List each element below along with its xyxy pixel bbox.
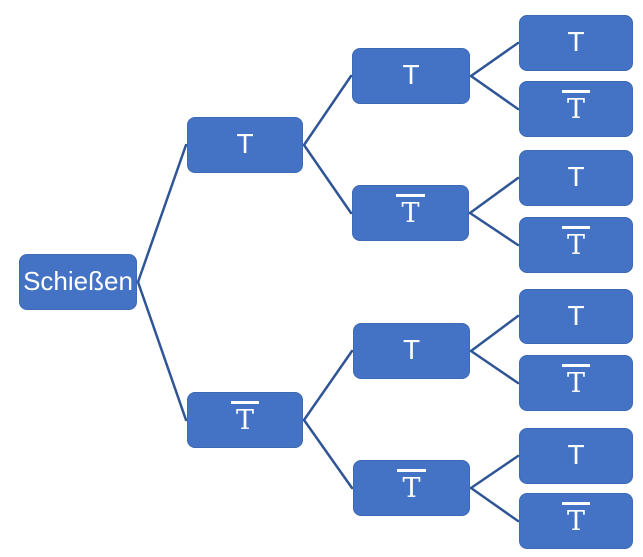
connector-line <box>469 454 520 490</box>
tree-node-l3-t: T <box>519 289 633 344</box>
node-label: Schießen <box>23 266 133 296</box>
node-label-overline: T <box>561 502 590 535</box>
tree-node-l3-t: T <box>519 428 633 484</box>
tree-node-l2-not-t: T <box>352 185 469 241</box>
tree-node-l3-t: T <box>519 150 633 206</box>
tree-node-l3-not-t: T <box>519 493 633 549</box>
node-label-overline: T <box>230 401 259 434</box>
tree-node-l3-t: T <box>519 15 633 71</box>
connector-line <box>136 280 188 422</box>
node-label: T <box>236 128 254 159</box>
tree-node-l1-t: T <box>187 117 303 173</box>
tree-node-l2-not-t: T <box>353 460 470 516</box>
node-label: T <box>402 59 420 90</box>
node-label-overline: T <box>561 226 590 259</box>
tree-node-l1-not-t: T <box>187 392 303 448</box>
connector-line <box>136 143 188 284</box>
connector-line <box>469 41 520 78</box>
tree-node-root: Schießen <box>19 254 137 310</box>
connector-line <box>469 314 520 353</box>
connector-line <box>468 176 520 215</box>
node-label-overline: T <box>561 364 590 397</box>
node-label-overline: T <box>561 90 590 123</box>
connector-line <box>302 74 353 147</box>
tree-node-l3-not-t: T <box>519 355 633 411</box>
connector-line <box>469 74 520 111</box>
node-label: T <box>567 161 585 192</box>
node-label: T <box>567 299 585 331</box>
connector-line <box>469 349 520 385</box>
tree-node-l3-not-t: T <box>519 81 633 137</box>
node-label: T <box>567 439 585 470</box>
tree-node-l2-t: T <box>352 48 470 104</box>
node-label: T <box>402 334 421 365</box>
tree-node-l3-not-t: T <box>519 217 633 273</box>
tree-node-l2-t: T <box>353 323 470 379</box>
connector-line <box>469 486 520 523</box>
connector-line <box>302 418 354 490</box>
connector-line <box>468 211 520 247</box>
node-label: T <box>567 26 585 57</box>
connector-line <box>302 143 353 215</box>
node-label-overline: T <box>397 469 426 502</box>
connector-line <box>302 349 354 422</box>
node-label-overline: T <box>396 194 425 227</box>
